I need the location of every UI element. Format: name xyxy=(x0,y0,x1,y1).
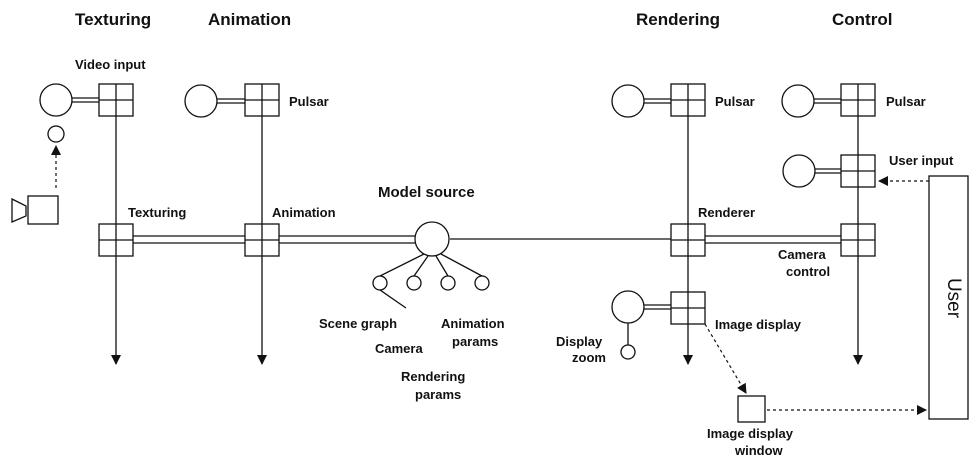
connector-double-line xyxy=(644,98,671,104)
animation-pulsar-node xyxy=(184,84,218,118)
animation-params-label: Animation xyxy=(441,316,505,331)
image-display-box xyxy=(670,291,706,325)
rendering-pulsar-node xyxy=(611,84,645,118)
renderer-box xyxy=(670,223,706,257)
video-input-node xyxy=(39,83,73,117)
header-texturing: Texturing xyxy=(75,10,151,29)
image-display-to-window-arrow xyxy=(704,323,747,394)
connector-double-line xyxy=(644,304,671,310)
video-input-box xyxy=(98,83,134,117)
user-label: User xyxy=(943,278,964,319)
image-display-window-label: Image display xyxy=(707,426,794,441)
camera-control-box xyxy=(840,223,876,257)
rendering-pulsar-label: Pulsar xyxy=(715,94,755,109)
user-panel xyxy=(928,175,969,420)
camera-label: Camera xyxy=(375,341,423,356)
connector-double-line xyxy=(814,98,841,104)
header-rendering: Rendering xyxy=(636,10,720,29)
connector-double-line xyxy=(815,168,841,174)
scene-graph-node xyxy=(372,275,388,291)
display-zoom-label-line2: zoom xyxy=(572,350,606,365)
display-zoom-small-node xyxy=(620,344,636,360)
camera-control-label-line2: control xyxy=(786,264,830,279)
image-display-label: Image display xyxy=(715,317,802,332)
video-camera-icon xyxy=(11,195,59,225)
renderer-label: Renderer xyxy=(698,205,755,220)
connector-double-line xyxy=(217,98,245,104)
model-source-label: Model source xyxy=(378,184,475,201)
texturing-node-label: Texturing xyxy=(128,205,186,220)
rendering-pulsar-box xyxy=(670,83,706,117)
scene-graph-leader xyxy=(379,289,407,309)
rendering-params-node xyxy=(440,275,456,291)
rendering-params-label: Rendering xyxy=(401,369,465,384)
camera-node xyxy=(406,275,422,291)
animation-node-label: Animation xyxy=(272,205,336,220)
control-pulsar-label: Pulsar xyxy=(886,94,926,109)
user-input-label: User input xyxy=(889,153,954,168)
video-source-node xyxy=(47,125,65,143)
image-display-window-label-line2: window xyxy=(734,443,784,458)
texturing-node-box xyxy=(98,223,134,257)
animation-params-node xyxy=(474,275,490,291)
animation-node-box xyxy=(244,223,280,257)
control-pulsar-node xyxy=(781,84,815,118)
rendering-params-label-line2: params xyxy=(415,387,461,402)
animation-pulsar-box xyxy=(244,83,280,117)
display-zoom-label: Display xyxy=(556,334,603,349)
model-source-node xyxy=(414,221,450,257)
model-source-branches xyxy=(379,253,483,277)
scene-graph-label: Scene graph xyxy=(319,316,397,331)
header-control: Control xyxy=(832,10,892,29)
header-animation: Animation xyxy=(208,10,291,29)
control-pulsar-box xyxy=(840,83,876,117)
main-bus xyxy=(131,235,841,244)
connector-double-line xyxy=(72,97,99,103)
animation-pulsar-label: Pulsar xyxy=(289,94,329,109)
video-input-label: Video input xyxy=(75,57,146,72)
user-input-box xyxy=(840,154,876,188)
camera-control-label: Camera xyxy=(778,247,826,262)
user-input-node xyxy=(782,154,816,188)
display-zoom-node xyxy=(611,290,645,324)
animation-params-label-line2: params xyxy=(452,334,498,349)
image-display-window-icon xyxy=(737,395,766,423)
